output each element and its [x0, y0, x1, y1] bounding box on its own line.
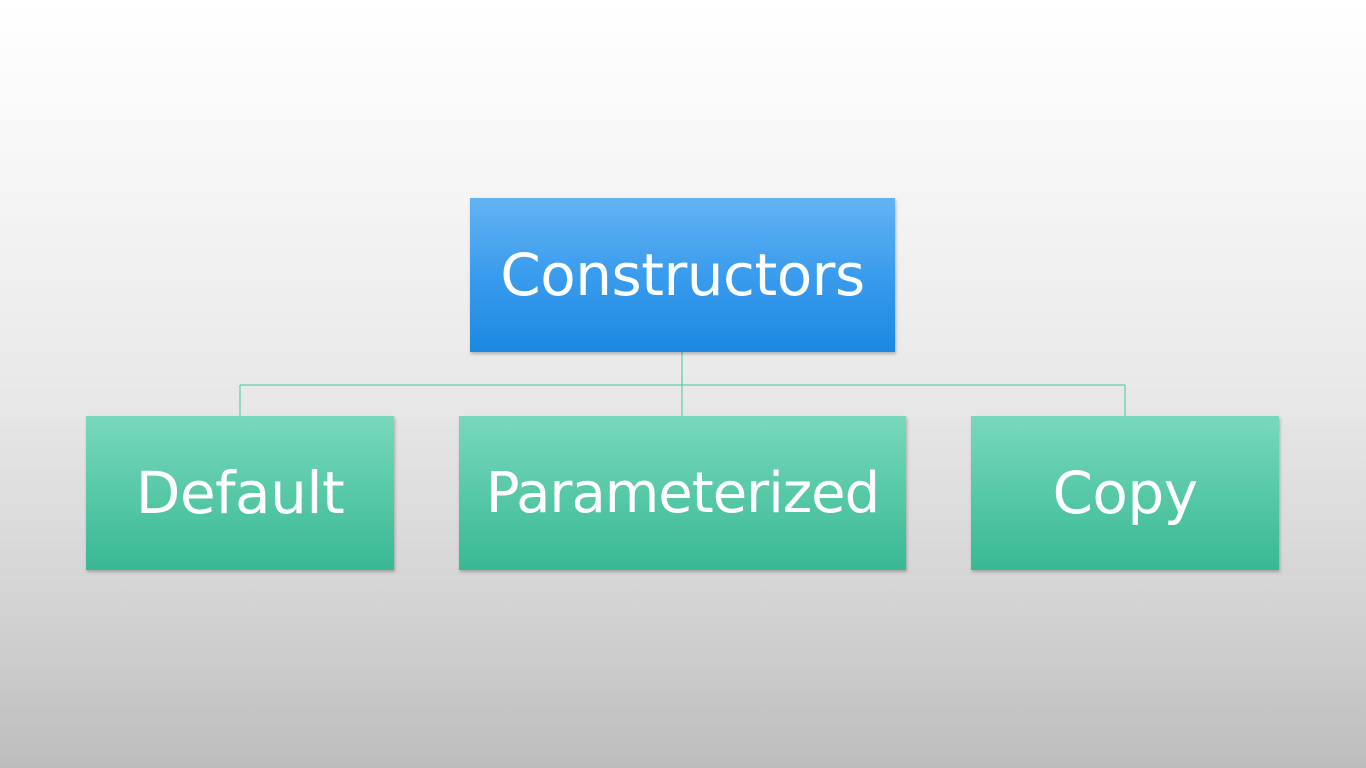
node-default: Default — [86, 416, 394, 570]
node-constructors: Constructors — [470, 198, 895, 352]
node-default-label: Default — [135, 459, 345, 527]
node-constructors-label: Constructors — [500, 241, 865, 309]
node-parameterized-label: Parameterized — [485, 460, 880, 526]
node-copy-label: Copy — [1052, 459, 1198, 527]
node-parameterized: Parameterized — [459, 416, 906, 570]
node-copy: Copy — [971, 416, 1279, 570]
